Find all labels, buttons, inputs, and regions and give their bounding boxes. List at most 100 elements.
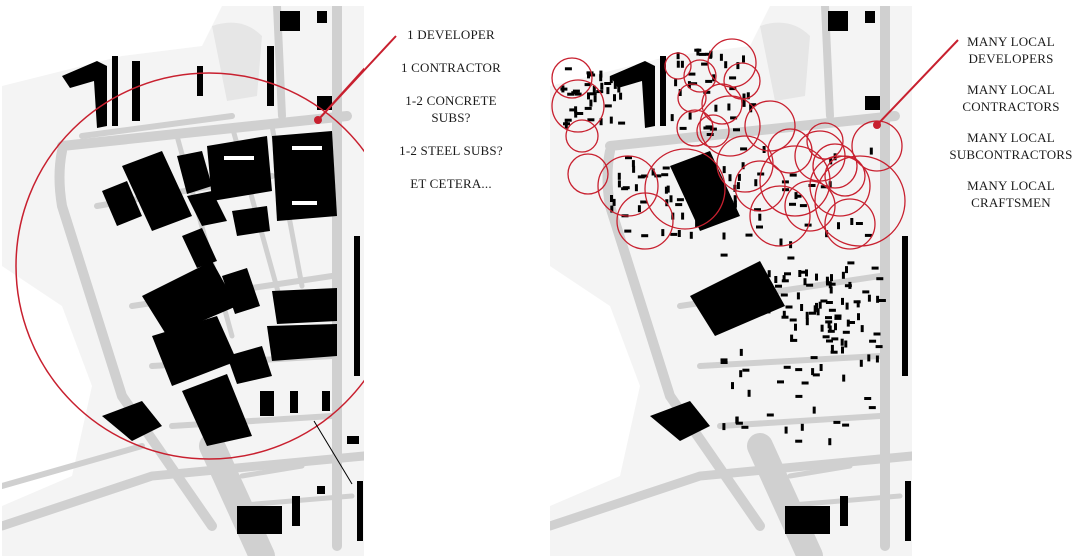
small-building [830, 350, 838, 354]
small-building [787, 256, 795, 260]
local-developer-circle [597, 155, 659, 217]
small-building [678, 89, 682, 96]
small-building [742, 99, 746, 107]
small-building [727, 103, 731, 111]
site-plan-map [550, 6, 912, 556]
small-building [830, 344, 834, 352]
small-building [871, 266, 879, 270]
water-area [550, 6, 770, 86]
local-developer-circle [784, 180, 836, 232]
small-building [587, 92, 590, 100]
small-building [670, 114, 674, 122]
small-building [767, 306, 771, 314]
local-developer-circle [749, 185, 811, 247]
small-building [780, 293, 788, 297]
small-building [764, 287, 768, 295]
local-developer-circle [676, 109, 714, 147]
small-building [875, 345, 883, 349]
local-developer-circle [683, 59, 717, 93]
small-building [850, 218, 854, 225]
small-building [739, 348, 743, 356]
small-building [662, 166, 670, 170]
small-building [604, 82, 612, 85]
small-building [729, 87, 737, 91]
small-building [749, 105, 753, 113]
local-developer-circle [644, 148, 726, 230]
small-building [617, 180, 621, 188]
small-building [864, 233, 872, 237]
small-building [794, 323, 797, 331]
small-building [783, 365, 791, 369]
small-building [618, 121, 626, 125]
water-area [2, 6, 222, 86]
local-developer-circle [551, 79, 605, 133]
small-building [805, 311, 809, 319]
small-building [789, 173, 797, 177]
small-building [855, 222, 863, 225]
small-building [867, 294, 871, 302]
small-building [816, 308, 820, 316]
small-building [831, 337, 839, 341]
small-building [834, 314, 842, 318]
label-local-subcontractors: MANY LOCAL SUBCONTRACTORS [949, 130, 1073, 162]
small-building [746, 92, 750, 100]
small-building [798, 270, 802, 277]
small-building [703, 90, 711, 94]
small-building [775, 284, 782, 288]
small-building [799, 204, 807, 208]
site-plan-map [2, 6, 364, 556]
small-building [695, 203, 699, 211]
small-building [589, 92, 597, 96]
small-building [701, 62, 709, 66]
small-building [868, 406, 876, 410]
small-building [774, 276, 778, 283]
water-area [550, 266, 640, 506]
small-building [584, 106, 592, 110]
small-building [733, 200, 737, 208]
small-building [841, 271, 845, 279]
small-building [689, 231, 693, 239]
small-building [842, 374, 846, 382]
small-building [834, 323, 837, 331]
small-building [825, 301, 833, 304]
small-building [822, 335, 830, 339]
small-building [785, 305, 793, 309]
label-concrete-subs: 1-2 CONCRETE SUBS? [405, 93, 497, 125]
small-building [741, 425, 749, 429]
small-building [796, 292, 800, 300]
small-building [878, 299, 886, 302]
label-contractor: 1 CONTRACTOR [400, 60, 502, 75]
small-building [803, 278, 807, 286]
small-building [801, 381, 809, 385]
local-developer-circle [824, 155, 866, 197]
small-building [790, 338, 798, 342]
small-building [564, 67, 572, 71]
small-building [625, 156, 632, 160]
small-building [827, 329, 835, 333]
small-building [782, 310, 786, 318]
small-building [731, 382, 734, 390]
small-building [856, 300, 860, 308]
small-building [845, 302, 849, 310]
small-building [613, 94, 616, 102]
small-building [825, 316, 832, 320]
small-building [828, 282, 836, 286]
small-building [740, 147, 748, 151]
leader-dot [314, 116, 322, 124]
small-building [560, 87, 568, 91]
small-building [742, 368, 750, 372]
small-building [698, 52, 706, 56]
small-building [808, 184, 816, 187]
small-building [789, 202, 796, 206]
single-developer-labels: 1 DEVELOPER 1 CONTRACTOR 1-2 CONCRETE SU… [386, 26, 516, 208]
local-developer-circle [551, 57, 593, 99]
small-building [800, 304, 804, 311]
small-building [735, 421, 743, 425]
small-building [720, 253, 728, 257]
small-building [664, 186, 668, 194]
small-building [830, 274, 833, 282]
small-building [696, 48, 700, 56]
small-building [869, 147, 873, 155]
small-building [567, 92, 575, 96]
small-building [592, 85, 596, 93]
